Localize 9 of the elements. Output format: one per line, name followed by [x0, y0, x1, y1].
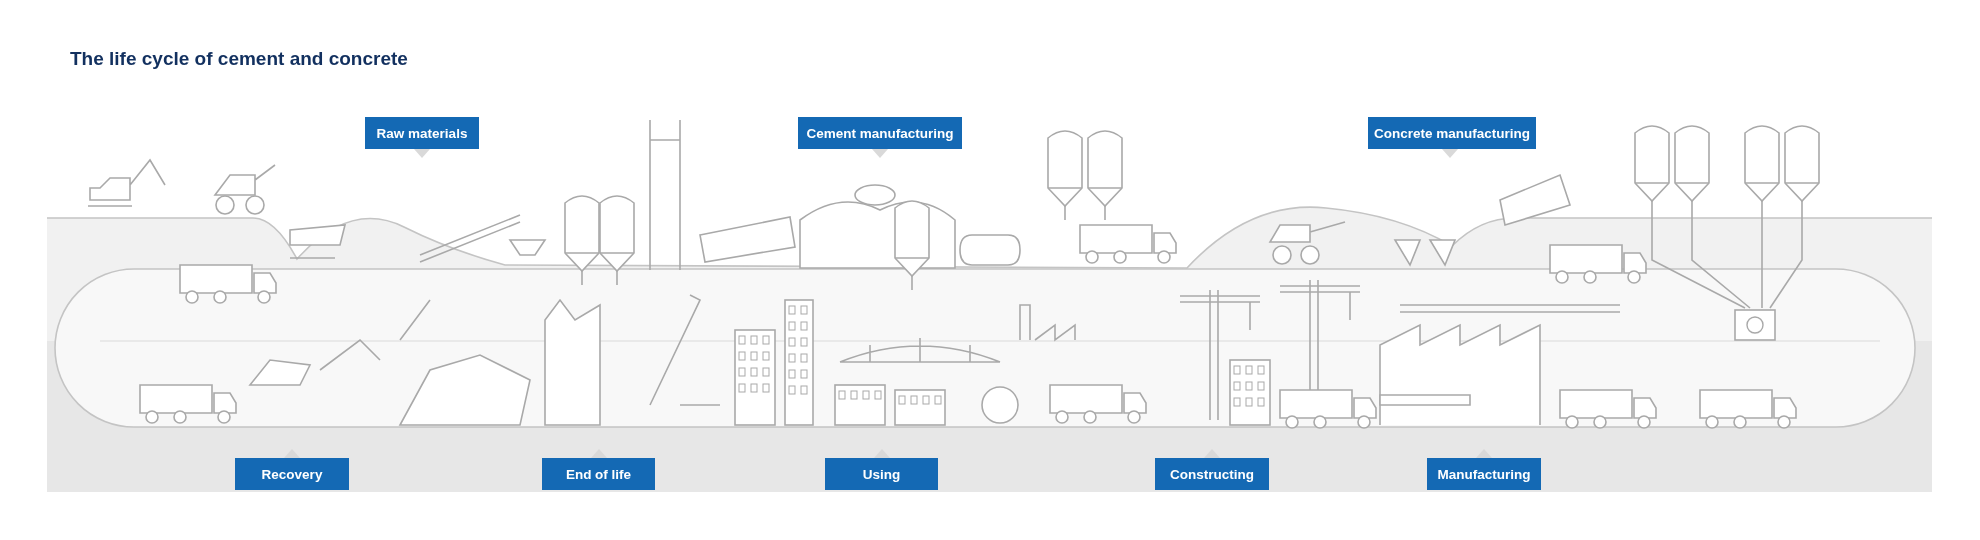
callout-label: Recovery — [235, 458, 349, 490]
callout-label: Concrete manufacturing — [1368, 117, 1537, 149]
callout-label: Constructing — [1155, 458, 1269, 490]
callout-label: End of life — [542, 458, 655, 490]
diagram-title: The life cycle of cement and concrete — [70, 48, 408, 70]
callout-label: Manufacturing — [1427, 458, 1541, 490]
callout-label: Raw materials — [365, 117, 479, 149]
callout-label: Using — [825, 458, 938, 490]
callout-label: Cement manufacturing — [798, 117, 962, 149]
